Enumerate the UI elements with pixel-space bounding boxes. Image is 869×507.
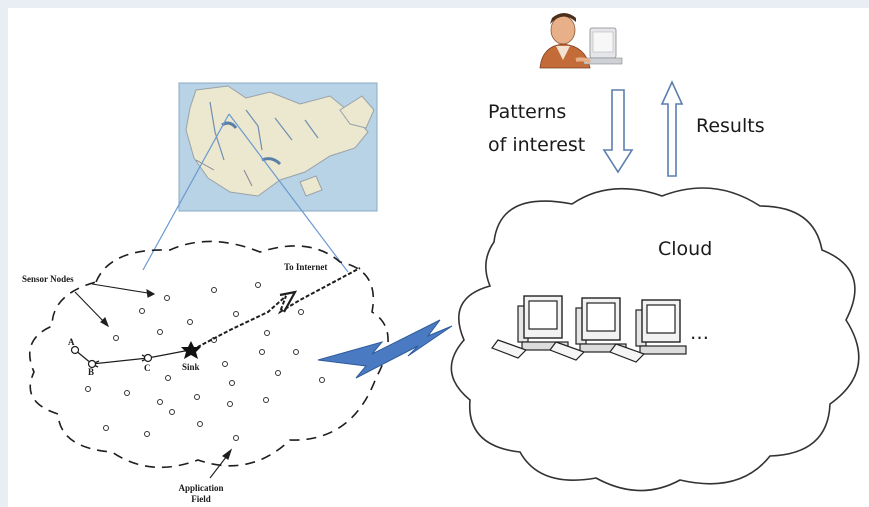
user-at-computer-icon bbox=[539, 13, 623, 69]
node-c-label: C bbox=[144, 363, 151, 373]
computer-icon bbox=[491, 295, 569, 359]
application-field-cloud bbox=[29, 240, 389, 469]
map-image bbox=[178, 82, 378, 212]
route-nodes bbox=[70, 345, 153, 369]
node-b-label: B bbox=[88, 367, 95, 377]
sensor-nodes-label: Sensor Nodes bbox=[22, 274, 74, 284]
sink-star-icon bbox=[181, 341, 201, 359]
to-internet-label: To Internet bbox=[284, 262, 328, 272]
sink-label: Sink bbox=[182, 362, 200, 372]
field-label: Field bbox=[191, 494, 211, 504]
projection-lines bbox=[142, 113, 349, 273]
computer-icon bbox=[609, 299, 687, 363]
ellipsis-label: … bbox=[690, 322, 709, 344]
internet-link-zigzag bbox=[279, 290, 298, 313]
patterns-label: Patterns bbox=[488, 101, 567, 123]
arrow-down-icon bbox=[602, 89, 634, 174]
application-field-pointer bbox=[209, 448, 233, 479]
internet-link bbox=[191, 267, 361, 351]
results-label: Results bbox=[696, 115, 765, 137]
cloud-label: Cloud bbox=[658, 238, 713, 260]
application-label: Application bbox=[178, 483, 224, 493]
sensor-node-pointers bbox=[74, 283, 156, 328]
arrow-up-icon bbox=[660, 80, 684, 177]
of-interest-label: of interest bbox=[488, 134, 586, 156]
node-a-label: A bbox=[68, 337, 75, 347]
lightning-bolt-icon bbox=[317, 319, 453, 379]
sensor-nodes bbox=[85, 282, 325, 441]
